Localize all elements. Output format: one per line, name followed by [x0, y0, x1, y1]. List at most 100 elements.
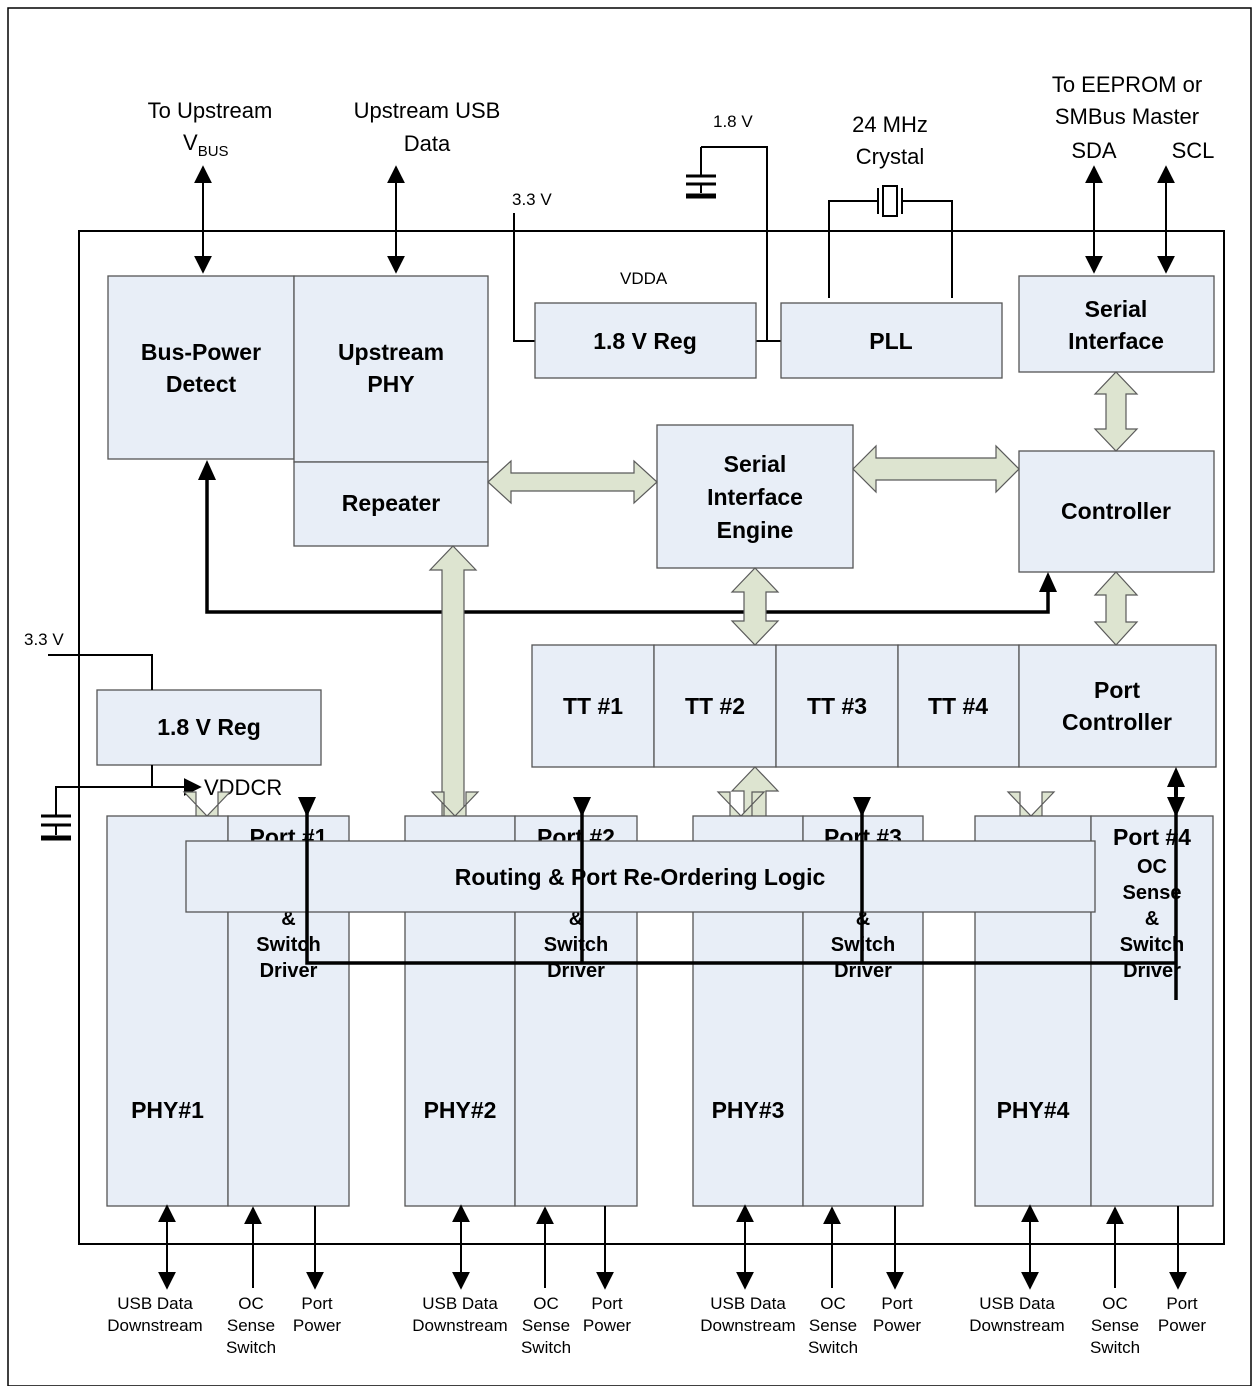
port2-desc-line3: &: [569, 908, 583, 930]
port-power3-label-line2: Power: [873, 1316, 922, 1335]
repeater-block: [293, 461, 489, 547]
port4-block: [1090, 815, 1214, 1207]
phy4-label: PHY#4: [997, 1097, 1070, 1123]
port-horizontal-line: [305, 797, 1176, 965]
usb-down4-label-line2: Downstream: [969, 1316, 1064, 1335]
upstream-usb-label-line2: Data: [404, 131, 451, 156]
repeater-sie-bus-arrow: [487, 459, 658, 505]
oc-sense1-label-line3: Switch: [226, 1338, 276, 1357]
controller-portctrl-bus-arrow: [1093, 571, 1139, 646]
port3-desc-line5: Driver: [834, 960, 892, 982]
port2-desc-line4: Switch: [544, 934, 608, 956]
chip-boundary: [78, 230, 1225, 1245]
port1-arrowhead-down: [298, 797, 316, 817]
tt4-block: [897, 644, 1020, 768]
controller-block: [1018, 450, 1215, 573]
port-controller-line1: Port: [1094, 677, 1140, 703]
outer-frame: [7, 7, 1252, 1386]
port-controller-line2: Controller: [1062, 709, 1172, 735]
capacitor-icon-top: [686, 147, 716, 199]
routing-label: Routing & Port Re-Ordering Logic: [455, 864, 826, 890]
port1-desc-line4: Switch: [256, 934, 320, 956]
sda-label: SDA: [1071, 138, 1117, 163]
v18-top-label: 1.8 V: [713, 112, 753, 131]
oc-sense3-label-line1: OC: [820, 1294, 846, 1313]
bus-detect-arrowhead-up: [198, 460, 216, 480]
usb-down2-label-line1: USB Data: [422, 1294, 498, 1313]
vddcr-label: VDDCR: [204, 775, 282, 800]
oc-sense4-label-line3: Switch: [1090, 1338, 1140, 1357]
usb-down3-label-line2: Downstream: [700, 1316, 795, 1335]
tt3-label: TT #3: [807, 693, 867, 719]
to-upstream-label: To Upstream: [148, 98, 273, 123]
vbus-label: VBUS: [183, 130, 229, 160]
oc-sense4-label-line1: OC: [1102, 1294, 1128, 1313]
sie-controller-bus-arrow: [852, 444, 1020, 494]
eeprom-label-line2: SMBus Master: [1055, 104, 1199, 129]
port3-arrowhead-down: [853, 797, 871, 817]
oc-sense2-label-line1: OC: [533, 1294, 559, 1313]
reg-left-block: [96, 689, 322, 766]
v33-left-wire: [48, 654, 153, 690]
repeater-label: Repeater: [342, 490, 440, 516]
reg-left-label: 1.8 V Reg: [157, 714, 261, 740]
port-power1-label-line2: Power: [293, 1316, 342, 1335]
usb-down2-label-line2: Downstream: [412, 1316, 507, 1335]
port1-desc-line5: Driver: [260, 960, 318, 982]
crystal-icon: [828, 185, 953, 298]
port-power1-label-line1: Port: [301, 1294, 332, 1313]
port2-arrowhead-down: [573, 797, 591, 817]
oc-sense2-label-line2: Sense: [522, 1316, 570, 1335]
bus-power-detect-line2: Detect: [166, 371, 237, 397]
sie-block: [656, 424, 854, 569]
capacitor-icon-left: [41, 786, 152, 841]
usb-down1-label-line1: USB Data: [117, 1294, 193, 1313]
vddcr-arrow: [151, 765, 202, 796]
controller-arrowhead-up: [1039, 572, 1057, 592]
oc-sense3-label-line2: Sense: [809, 1316, 857, 1335]
phy2-label: PHY#2: [424, 1097, 497, 1123]
eeprom-label-line1: To EEPROM or: [1052, 72, 1202, 97]
v18-top-wire: [701, 146, 768, 341]
tt4-label: TT #4: [928, 693, 988, 719]
port4-desc-line1: OC: [1137, 856, 1167, 878]
port4-desc-line2: Sense: [1123, 882, 1182, 904]
crystal-label-line1: 24 MHz: [852, 112, 928, 137]
oc-sense1-label-line1: OC: [238, 1294, 264, 1313]
port4-arrowhead-down: [1167, 797, 1185, 817]
v33-top-label: 3.3 V: [512, 190, 552, 209]
oc-sense3-label-line3: Switch: [808, 1338, 858, 1357]
upstream-usb-label-line1: Upstream USB: [354, 98, 501, 123]
phy1-label: PHY#1: [131, 1097, 204, 1123]
tt1-block: [531, 644, 655, 768]
sie-tt-bus-arrow: [730, 567, 780, 646]
upstream-phy-line1: Upstream: [338, 339, 444, 365]
serial-controller-bus-arrow: [1093, 371, 1139, 452]
port4-desc-line3: &: [1145, 908, 1159, 930]
v33-top-wire: [513, 213, 535, 342]
upstream-phy-line2: PHY: [367, 371, 414, 397]
port-controller-block: [1018, 644, 1217, 768]
upstream-phy-block: [293, 275, 489, 463]
tt1-label: TT #1: [563, 693, 623, 719]
port-power3-label-line1: Port: [881, 1294, 912, 1313]
sie-line3: Engine: [717, 517, 794, 543]
pll-label: PLL: [869, 328, 912, 354]
tt3-block: [775, 644, 899, 768]
serial-interface-line1: Serial: [1085, 296, 1148, 322]
port4-desc-line5: Driver: [1123, 960, 1181, 982]
scl-label: SCL: [1172, 138, 1215, 163]
vdda-label: VDDA: [620, 269, 668, 288]
port1-desc-line3: &: [281, 908, 295, 930]
serial-interface-line2: Interface: [1068, 328, 1164, 354]
bus-power-detect-block: [107, 275, 295, 460]
port4-name: Port #4: [1113, 824, 1191, 850]
oc-sense2-label-line3: Switch: [521, 1338, 571, 1357]
pll-block: [780, 302, 1003, 379]
port-power2-label-line1: Port: [591, 1294, 622, 1313]
port-power4-label-line2: Power: [1158, 1316, 1207, 1335]
routing-block: [185, 840, 1096, 913]
crystal-label-line2: Crystal: [856, 144, 924, 169]
